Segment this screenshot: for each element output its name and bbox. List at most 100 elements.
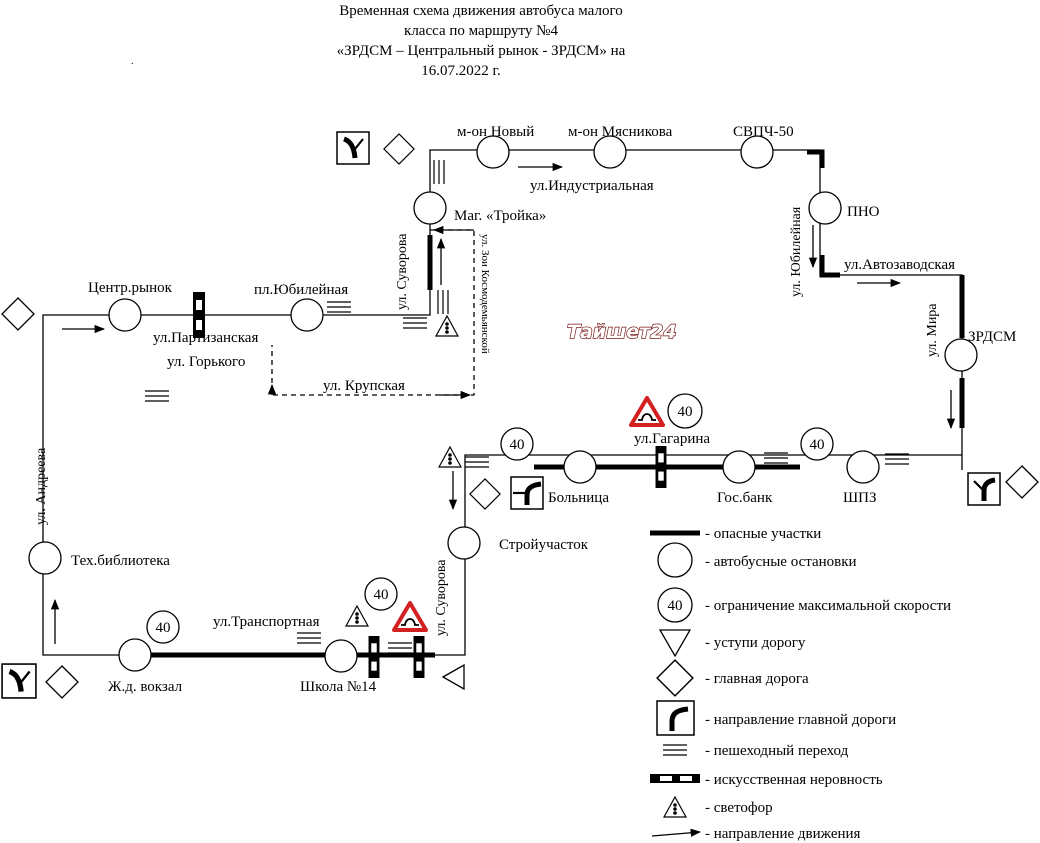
street-suvorova-top: ул. Суворова	[395, 233, 410, 310]
main-road-direction-icon	[2, 664, 36, 698]
street-andreeva: ул. Андреева	[34, 447, 49, 525]
legend-speed-bump: - искусственная неровность	[705, 772, 883, 788]
direction-arrows	[50, 162, 956, 644]
main-road-direction-icon	[968, 473, 1000, 505]
scheme-title: Временная схема движения автобуса малого…	[337, 3, 626, 79]
street-transportnaya: ул.Транспортная	[213, 614, 320, 630]
stop-teh-biblioteka: Тех.библиотека	[71, 553, 170, 569]
legend-traffic-light: - светофор	[705, 800, 773, 816]
speed-bump-icon	[413, 636, 425, 678]
stop-gos-bank: Гос.банк	[717, 490, 773, 506]
street-industrialnaya: ул.Индустриальная	[530, 178, 654, 194]
street-mira: ул. Мира	[925, 303, 940, 357]
bus-stop-icon	[722, 450, 756, 484]
street-zoi-kosmodemyanskoi: ул. Зои Космодемьянской	[479, 234, 491, 354]
stop-mon-myasnikova: м-он Мясникова	[568, 124, 673, 140]
yield-sign-icon	[441, 663, 465, 691]
stop-shpz: ШПЗ	[843, 490, 876, 506]
legend-crosswalk: - пешеходный переход	[705, 743, 849, 759]
main-road-icon	[383, 133, 415, 165]
street-gagarina: ул.Гагарина	[634, 431, 710, 447]
main-road-icon	[45, 665, 79, 699]
street-labels: ул.Партизанская ул. Горького ул. Крупска…	[34, 178, 955, 636]
bus-stop-icon	[476, 135, 510, 169]
main-road-direction-icon	[510, 476, 544, 510]
bus-stop-icon	[413, 191, 447, 225]
bus-stop-icon	[944, 338, 978, 372]
speed-limit-value: 40	[374, 587, 389, 603]
crosswalk-icon	[433, 160, 445, 184]
street-krupskaya: ул. Крупская	[323, 378, 405, 394]
speed-limit-icon	[667, 393, 703, 429]
crosswalk-icon	[465, 456, 489, 468]
street-yubileinaya: ул. Юбилейная	[789, 206, 804, 297]
traffic-light-icon	[345, 605, 369, 627]
speed-limit-icon	[500, 427, 534, 461]
main-road-icon	[656, 659, 694, 697]
main-road-icon	[1005, 465, 1039, 499]
title-line-2: класса по маршруту №4	[404, 23, 558, 39]
crosswalk-icon	[145, 390, 169, 402]
road-bump-warning-icon	[629, 396, 665, 427]
bus-stop-icon	[290, 298, 324, 332]
legend-speed-limit-value: 40	[668, 598, 683, 614]
legend-main-road: - главная дорога	[705, 671, 809, 687]
bus-stop-icon	[846, 450, 880, 484]
stop-pno: ПНО	[847, 204, 880, 220]
crosswalk-icon	[403, 317, 427, 329]
stop-mag-troika: Маг. «Тройка»	[454, 208, 546, 224]
street-avtozavodskaya: ул.Автозаводская	[844, 257, 955, 273]
main-road-icon	[469, 478, 501, 510]
road-bump-warning-icon	[392, 601, 428, 632]
stop-mon-novy: м-он Новый	[457, 124, 534, 140]
street-suvorova-bottom: ул. Суворова	[434, 559, 449, 636]
bus-stop-icon	[563, 450, 597, 484]
bus-stop-icon	[28, 541, 62, 575]
bus-stop-icon	[657, 542, 693, 578]
bus-stop-icon	[447, 526, 481, 560]
bus-stop-icon	[108, 298, 142, 332]
crosswalk-icon	[327, 301, 351, 313]
legend-speed-limit: - ограничение максимальной скорости	[705, 598, 951, 614]
bus-stop-icon	[593, 135, 627, 169]
speed-limit-icon	[800, 427, 834, 461]
speed-limit-value: 40	[678, 404, 693, 420]
dangerous-sections	[150, 149, 965, 658]
legend-dangerous: - опасные участки	[705, 526, 821, 542]
traffic-light-icon	[663, 796, 687, 818]
bus-stops	[28, 135, 978, 673]
direction-arrow-icon	[651, 828, 702, 837]
route-path	[42, 149, 963, 656]
speed-limit-value: 40	[156, 620, 171, 636]
stop-svpch50: СВПЧ-50	[733, 124, 794, 140]
speed-limit-sign: 40	[667, 393, 703, 429]
speed-limit-sign: 40	[364, 577, 398, 611]
legend-main-road-direction: - направление главной дороги	[705, 712, 896, 728]
legend-yield: - уступи дорогу	[705, 635, 806, 651]
stop-bolnica: Больница	[548, 490, 609, 506]
stray-dot: .	[131, 56, 134, 67]
street-partizanskaya: ул.Партизанская	[153, 330, 258, 346]
bus-stop-icon	[324, 639, 358, 673]
speed-bump-icon	[368, 636, 380, 678]
speed-limit-value: 40	[810, 437, 825, 453]
stop-centr-rynok: Центр.рынок	[88, 280, 173, 296]
stop-stroiuchastok: Стройучасток	[499, 537, 589, 553]
stop-pl-yubileinaya: пл.Юбилейная	[254, 282, 348, 298]
legend-direction: - направление движения	[705, 826, 861, 842]
main-road-direction-icon	[656, 700, 695, 736]
speed-limit-sign: 40	[146, 610, 180, 644]
legend: - опасные участки - автобусные остановки…	[650, 526, 951, 842]
speed-limit-icon	[146, 610, 180, 644]
crosswalk-icon	[437, 290, 449, 314]
bus-stop-icon	[808, 191, 842, 225]
bus-stop-icon	[740, 135, 774, 169]
street-gorkogo: ул. Горького	[167, 354, 245, 370]
title-line-1: Временная схема движения автобуса малого	[339, 3, 622, 19]
watermark-logo: Тайшет24	[567, 321, 677, 343]
crosswalk-icon	[388, 642, 412, 654]
speed-limit-sign: 40	[800, 427, 834, 461]
traffic-light-icon	[435, 315, 459, 337]
bus-stop-icon	[118, 638, 152, 672]
